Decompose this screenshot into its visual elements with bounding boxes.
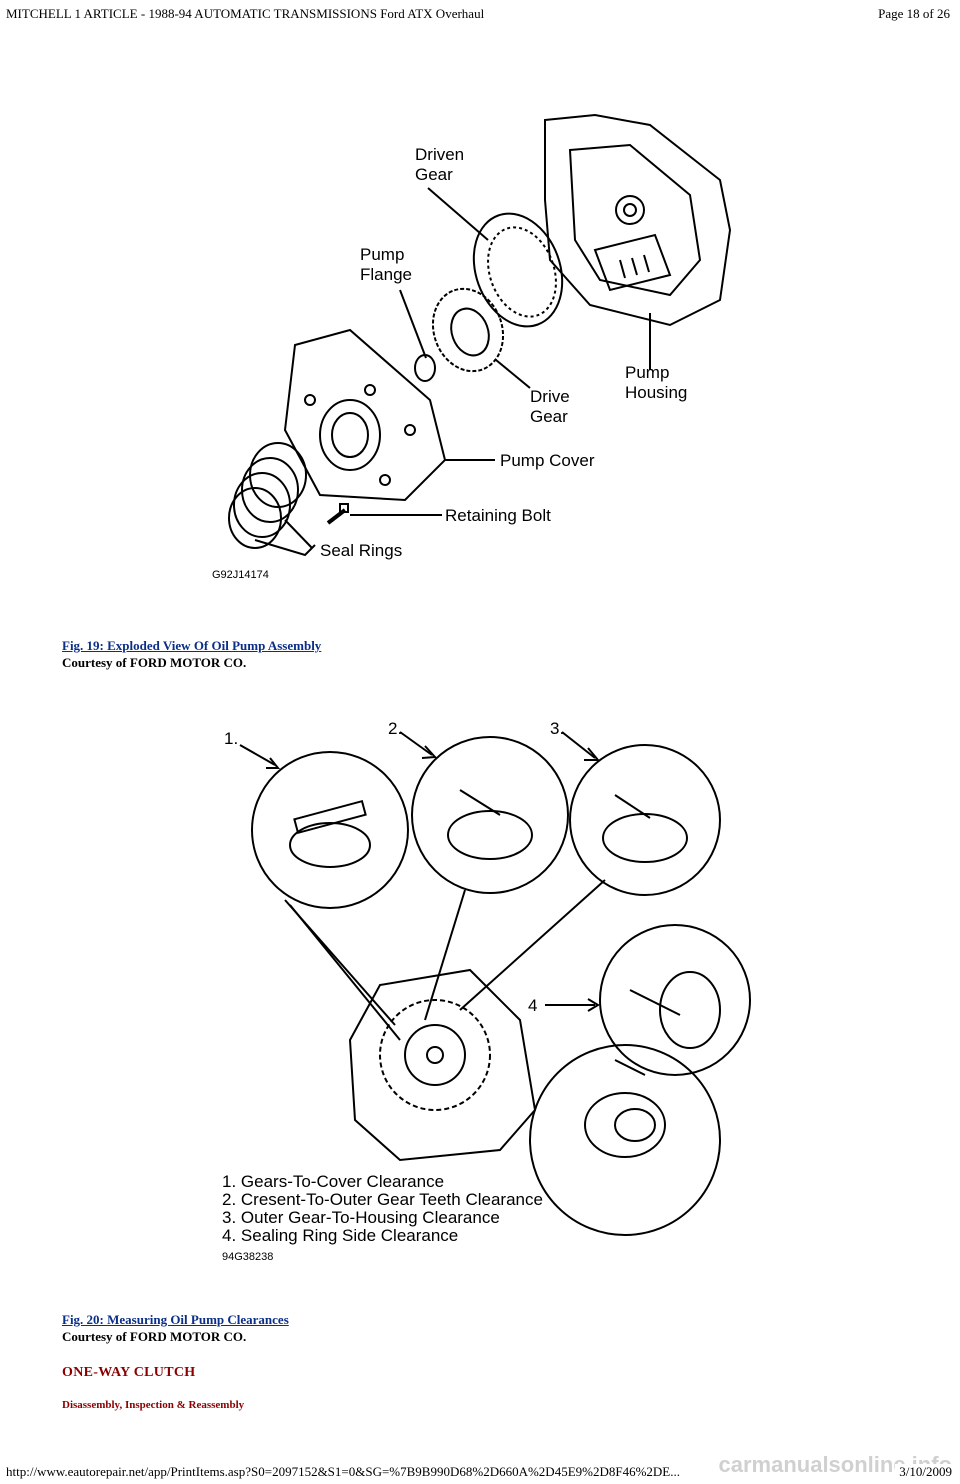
- label-pump-housing-line1: Pump: [625, 363, 669, 382]
- legend-item-2: 2. Cresent-To-Outer Gear Teeth Clearance: [222, 1190, 543, 1209]
- label-driven-gear-line2: Gear: [415, 165, 453, 184]
- legend-item-4: 4. Sealing Ring Side Clearance: [222, 1226, 458, 1245]
- oil-pump-clearance-drawing: 1. 2. 3. 4 1. Gears-To-Cover Clearance 2…: [222, 720, 751, 1263]
- label-seal-rings: Seal Rings: [320, 541, 402, 560]
- label-driven-gear-line1: Driven: [415, 145, 464, 164]
- pump-cover-main: [529, 1044, 721, 1236]
- label-drive-gear-line2: Gear: [530, 407, 568, 426]
- figure-20-courtesy: Courtesy of FORD MOTOR CO.: [62, 1329, 247, 1344]
- figure-20-caption-link[interactable]: Fig. 20: Measuring Oil Pump Clearances: [62, 1312, 289, 1327]
- callout-number-4: 4: [528, 996, 537, 1015]
- detail-circle-3: [569, 744, 721, 896]
- pump-flange-shape: [414, 354, 436, 382]
- figure-20-measuring-clearances: 1. 2. 3. 4 1. Gears-To-Cover Clearance 2…: [210, 720, 770, 1280]
- label-pump-flange-line2: Flange: [360, 265, 412, 284]
- detail-circle-4: [599, 924, 751, 1076]
- figure-19-exploded-view: Driven Gear Pump Flange Drive Gear Pump …: [200, 100, 760, 600]
- driven-gear-shape: [472, 212, 564, 328]
- drive-gear-shape: [431, 287, 505, 373]
- legend-item-1: 1. Gears-To-Cover Clearance: [222, 1172, 444, 1191]
- pump-housing-main: [348, 968, 537, 1162]
- figure-19-code: G92J14174: [212, 569, 269, 581]
- callout-number-3: 3.: [550, 720, 564, 738]
- detail-circle-2: [411, 736, 569, 894]
- footer-date: 3/10/2009: [895, 1464, 952, 1480]
- label-pump-housing-line2: Housing: [625, 383, 687, 402]
- figure-19-courtesy: Courtesy of FORD MOTOR CO.: [62, 655, 247, 670]
- section-heading: ONE-WAY CLUTCH: [62, 1365, 196, 1380]
- callout-number-1: 1.: [224, 729, 238, 748]
- oil-pump-exploded-drawing: Driven Gear Pump Flange Drive Gear Pump …: [212, 113, 732, 581]
- callout-number-2: 2.: [388, 720, 402, 738]
- detail-circle-1: [251, 751, 409, 909]
- pump-housing-shape: [544, 113, 732, 327]
- label-retaining-bolt: Retaining Bolt: [445, 506, 551, 525]
- label-drive-gear-line1: Drive: [530, 387, 570, 406]
- figure-19-caption-link[interactable]: Fig. 19: Exploded View Of Oil Pump Assem…: [62, 638, 322, 653]
- legend-item-3: 3. Outer Gear-To-Housing Clearance: [222, 1208, 500, 1227]
- pump-cover-shape: [283, 328, 447, 502]
- page-number: Page 18 of 26: [878, 6, 950, 21]
- figure-20-code: 94G38238: [222, 1251, 273, 1263]
- subsection-heading: Disassembly, Inspection & Reassembly: [62, 1399, 245, 1411]
- footer-url: http://www.eautorepair.net/app/PrintItem…: [6, 1464, 680, 1479]
- document-title: MITCHELL 1 ARTICLE - 1988-94 AUTOMATIC T…: [6, 6, 485, 21]
- label-pump-flange-line1: Pump: [360, 245, 404, 264]
- label-pump-cover: Pump Cover: [500, 451, 595, 470]
